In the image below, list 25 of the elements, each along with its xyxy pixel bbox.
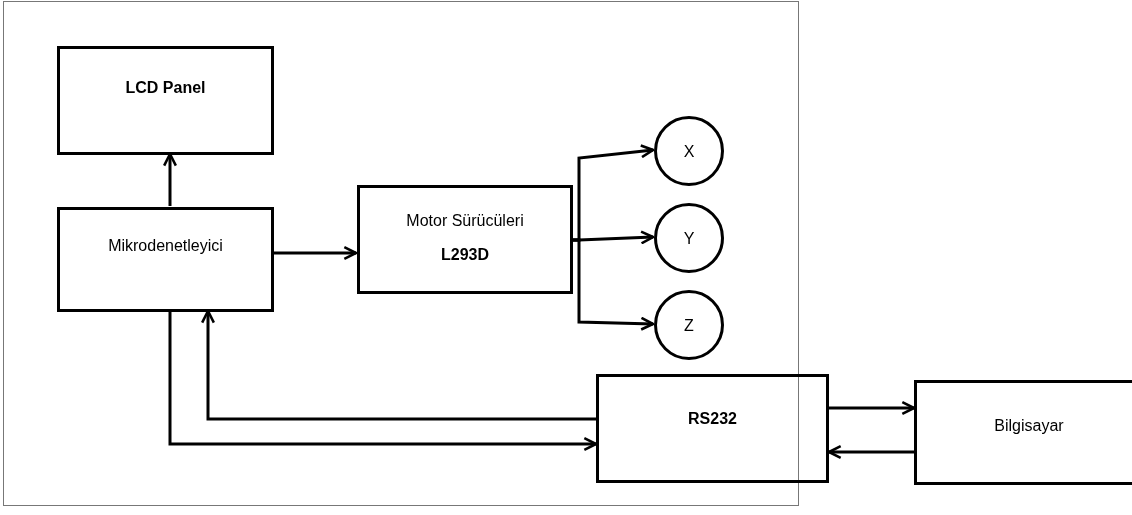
arrow (168, 311, 598, 452)
axis-label: Y (682, 230, 696, 248)
arrow (829, 400, 916, 416)
process-box (914, 380, 1132, 485)
outer-frame (3, 1, 799, 506)
arrow (200, 309, 596, 421)
box-label: L293D (440, 246, 490, 264)
arrow (827, 444, 914, 460)
arrow (273, 245, 358, 261)
box-label: RS232 (687, 410, 738, 428)
process-box (357, 185, 573, 294)
motor-circle (654, 116, 724, 186)
process-box (57, 46, 274, 155)
box-label: Motor Sürücüleri (405, 212, 525, 230)
box-label: LCD Panel (124, 79, 207, 97)
process-box (596, 374, 829, 483)
process-box (57, 207, 274, 312)
box-label: Mikrodenetleyici (107, 237, 224, 255)
motor-circle (654, 203, 724, 273)
axis-label: X (682, 143, 696, 161)
axis-label: Z (683, 317, 695, 335)
motor-circle (654, 290, 724, 360)
box-label: Bilgisayar (993, 417, 1065, 435)
arrow (162, 152, 178, 206)
arrow (572, 238, 655, 331)
